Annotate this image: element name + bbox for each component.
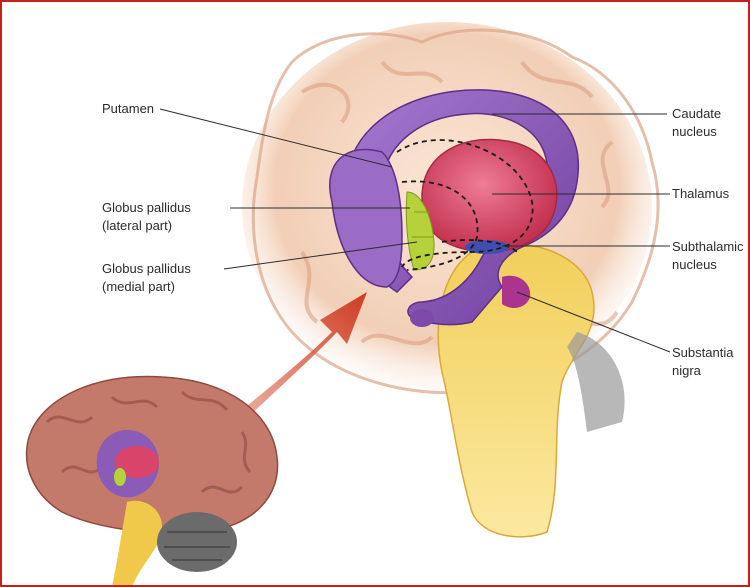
- label-subthalamic-nucleus: Subthalamic nucleus: [672, 238, 744, 274]
- label-substantia-nigra: Substantia nigra: [672, 344, 733, 380]
- small-brain: [27, 376, 278, 587]
- label-putamen: Putamen: [102, 100, 154, 118]
- label-globus-pallidus-lateral: Globus pallidus (lateral part): [102, 199, 191, 235]
- label-caudate-nucleus: Caudate nucleus: [672, 105, 721, 141]
- thalamus: [422, 139, 557, 251]
- label-thalamus: Thalamus: [672, 185, 729, 203]
- label-globus-pallidus-medial: Globus pallidus (medial part): [102, 260, 191, 296]
